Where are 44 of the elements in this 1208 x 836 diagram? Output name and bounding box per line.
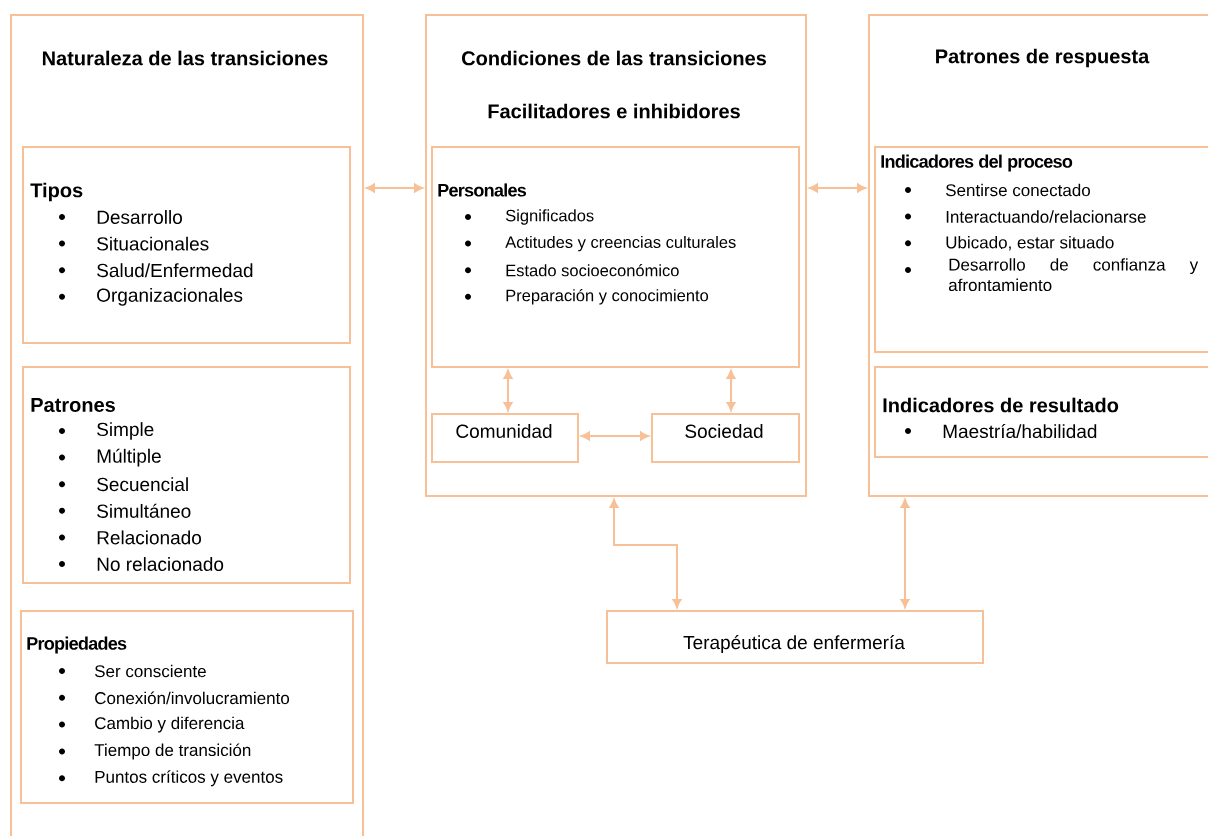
box-label: Sociedad xyxy=(685,424,763,438)
heading: Indicadores del proceso xyxy=(881,154,1073,172)
arrow xyxy=(809,183,866,193)
arrow xyxy=(900,499,910,608)
list-item: Ser consciente xyxy=(94,664,206,678)
list-item: Estado socioeconómico xyxy=(506,264,679,277)
heading: Condiciones de las transiciones xyxy=(462,50,766,66)
arrow xyxy=(609,499,682,608)
heading: Propiedades xyxy=(27,636,127,654)
list-item: Organizacionales xyxy=(97,287,243,306)
heading: Personales xyxy=(438,183,527,197)
list-item: Puntos críticos y eventos xyxy=(95,770,283,787)
list-item: Ubicado, estar situado xyxy=(946,235,1114,251)
list-item: Situacionales xyxy=(97,236,209,251)
list-item: Cambio y diferencia xyxy=(95,716,245,733)
heading: Naturaleza de las transiciones xyxy=(42,50,328,66)
box-label: Comunidad xyxy=(456,424,552,438)
arrow xyxy=(726,370,736,411)
list-item: Actitudes y creencias culturales xyxy=(505,235,736,252)
heading: Patrones de respuesta xyxy=(936,48,1150,68)
list-item: Interactuando/relacionarse xyxy=(946,210,1146,223)
heading: Tipos xyxy=(30,182,83,202)
list-item: Simple xyxy=(97,422,154,440)
box-label: Terapéutica de enfermería xyxy=(683,635,905,653)
heading: Patrones xyxy=(31,398,115,412)
list-item: Simultáneo xyxy=(97,503,191,518)
arrow xyxy=(581,431,649,441)
list-item: Múltiple xyxy=(97,448,161,467)
heading: Indicadores de resultado xyxy=(883,397,1119,413)
heading: Facilitadores e inhibidores xyxy=(488,103,740,119)
list-item: Tiempo de transición xyxy=(94,743,251,760)
list-item: Preparación y conocimiento xyxy=(506,289,709,305)
list-item: Desarrollo xyxy=(97,210,182,224)
list-item: Maestría/habilidad xyxy=(943,423,1097,439)
list-item: Conexión/involucramiento xyxy=(95,691,290,705)
arrow xyxy=(366,183,423,193)
list-item: Significados xyxy=(505,209,594,225)
list-item: Secuencial xyxy=(97,477,188,492)
list-item: Relacionado xyxy=(97,530,201,545)
list-item: No relacionado xyxy=(97,557,224,571)
arrow xyxy=(503,370,513,411)
list-item: Salud/Enfermedad xyxy=(97,263,253,278)
list-item: Desarrollo de confianza y afrontamiento xyxy=(948,258,1199,292)
list-item: Sentirse conectado xyxy=(946,183,1090,197)
